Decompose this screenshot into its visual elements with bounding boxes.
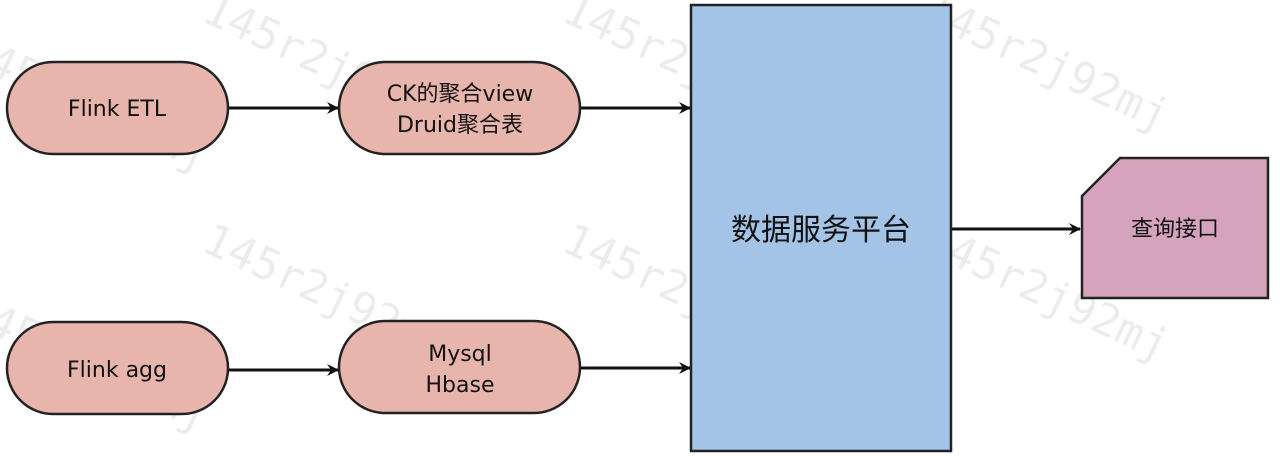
- node-ck-druid-label-line1: CK的聚合view: [387, 82, 533, 107]
- node-flink-agg-shape: [5, 320, 230, 416]
- node-ck-druid-shape: [337, 60, 582, 156]
- node-flink-etl: Flink ETL: [5, 60, 230, 156]
- node-ck-druid-label-line2: Druid聚合表: [397, 113, 523, 138]
- node-mysql-hbase-shape: [337, 319, 582, 415]
- node-flink-etl-label: Flink ETL: [68, 97, 167, 122]
- node-data-service-platform-shape: [689, 3, 953, 453]
- node-data-service-platform-label: 数据服务平台: [731, 213, 911, 248]
- node-ck-druid: CK的聚合view Druid聚合表: [337, 60, 582, 156]
- watermark-text: 145r2j92mj: [915, 0, 1177, 142]
- node-mysql-hbase-label-line1: Mysql: [428, 342, 492, 367]
- node-flink-agg-label: Flink agg: [67, 358, 167, 383]
- node-mysql-hbase-label-line2: Hbase: [426, 373, 495, 398]
- node-query-interface: 查询接口: [1080, 156, 1270, 300]
- node-mysql-hbase: Mysql Hbase: [337, 319, 582, 415]
- connectors: [228, 102, 1081, 376]
- node-query-interface-label: 查询接口: [1131, 217, 1219, 242]
- node-flink-etl-shape: [5, 60, 230, 156]
- node-query-interface-shape: [1080, 156, 1270, 300]
- node-flink-agg: Flink agg: [5, 320, 230, 416]
- node-data-service-platform: 数据服务平台: [689, 3, 953, 453]
